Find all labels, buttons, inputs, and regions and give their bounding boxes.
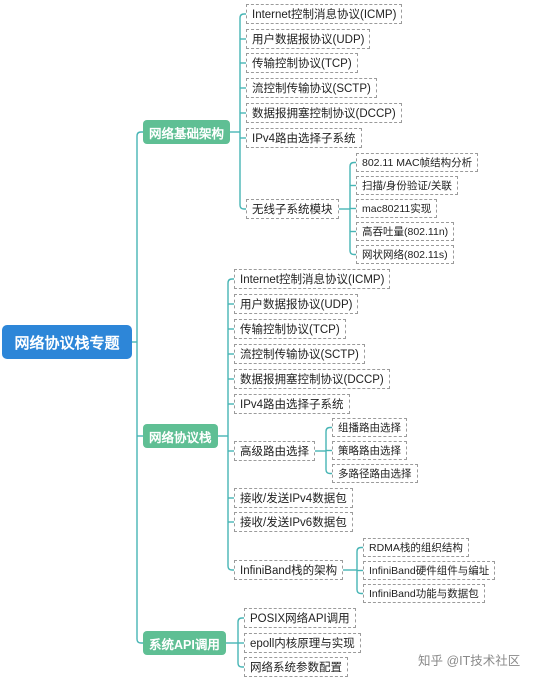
stack-item-dccp: 数据报拥塞控制协议(DCCP) <box>234 369 390 389</box>
infiniband-item-rdma: RDMA栈的组织结构 <box>363 538 469 557</box>
basic-item-icmp: Internet控制消息协议(ICMP) <box>246 4 403 24</box>
basic-item-udp: 用户数据报协议(UDP) <box>246 29 371 49</box>
root-node: 网络协议栈专题 <box>2 325 132 359</box>
stack-item-tcp: 传输控制协议(TCP) <box>234 319 346 339</box>
basic-item-wireless: 无线子系统模块 <box>246 199 339 219</box>
api-item-sysctl: 网络系统参数配置 <box>244 657 348 677</box>
infiniband-item-features: InfiniBand功能与数据包 <box>363 584 485 603</box>
wireless-item-scan-auth: 扫描/身份验证/关联 <box>356 176 458 195</box>
watermark-text: 知乎 @IT技术社区 <box>418 654 521 668</box>
stack-item-ipv4-routing: IPv4路由选择子系统 <box>234 394 350 414</box>
branch-basic-architecture: 网络基础架构 <box>143 120 231 144</box>
wireless-item-mac-frame: 802.11 MAC帧结构分析 <box>356 153 479 172</box>
stack-item-sctp: 流控制传输协议(SCTP) <box>234 344 365 364</box>
stack-item-ipv6-packets: 接收/发送IPv6数据包 <box>234 512 353 532</box>
api-item-posix: POSIX网络API调用 <box>244 608 356 628</box>
basic-item-dccp: 数据报拥塞控制协议(DCCP) <box>246 103 402 123</box>
stack-item-icmp: Internet控制消息协议(ICMP) <box>234 269 391 289</box>
basic-item-tcp: 传输控制协议(TCP) <box>246 53 358 73</box>
infiniband-item-hardware: InfiniBand硬件组件与编址 <box>363 561 496 580</box>
stack-item-ipv4-packets: 接收/发送IPv4数据包 <box>234 488 353 508</box>
basic-item-sctp: 流控制传输协议(SCTP) <box>246 78 377 98</box>
stack-item-infiniband: InfiniBand栈的架构 <box>234 560 344 580</box>
stack-item-advanced-routing: 高级路由选择 <box>234 441 315 461</box>
wireless-item-80211n: 高吞吐量(802.11n) <box>356 222 455 241</box>
branch-network-stack: 网络协议栈 <box>143 424 218 448</box>
advanced-item-multipath: 多路径路由选择 <box>332 464 418 483</box>
wireless-item-mac80211: mac80211实现 <box>356 199 438 218</box>
branch-system-api: 系统API调用 <box>143 631 226 655</box>
basic-item-ipv4-routing: IPv4路由选择子系统 <box>246 128 362 148</box>
advanced-item-multicast: 组播路由选择 <box>332 418 407 437</box>
advanced-item-policy: 策略路由选择 <box>332 441 407 460</box>
api-item-epoll: epoll内核原理与实现 <box>244 633 361 653</box>
stack-item-udp: 用户数据报协议(UDP) <box>234 294 359 314</box>
wireless-item-80211s: 网状网络(802.11s) <box>356 245 454 264</box>
